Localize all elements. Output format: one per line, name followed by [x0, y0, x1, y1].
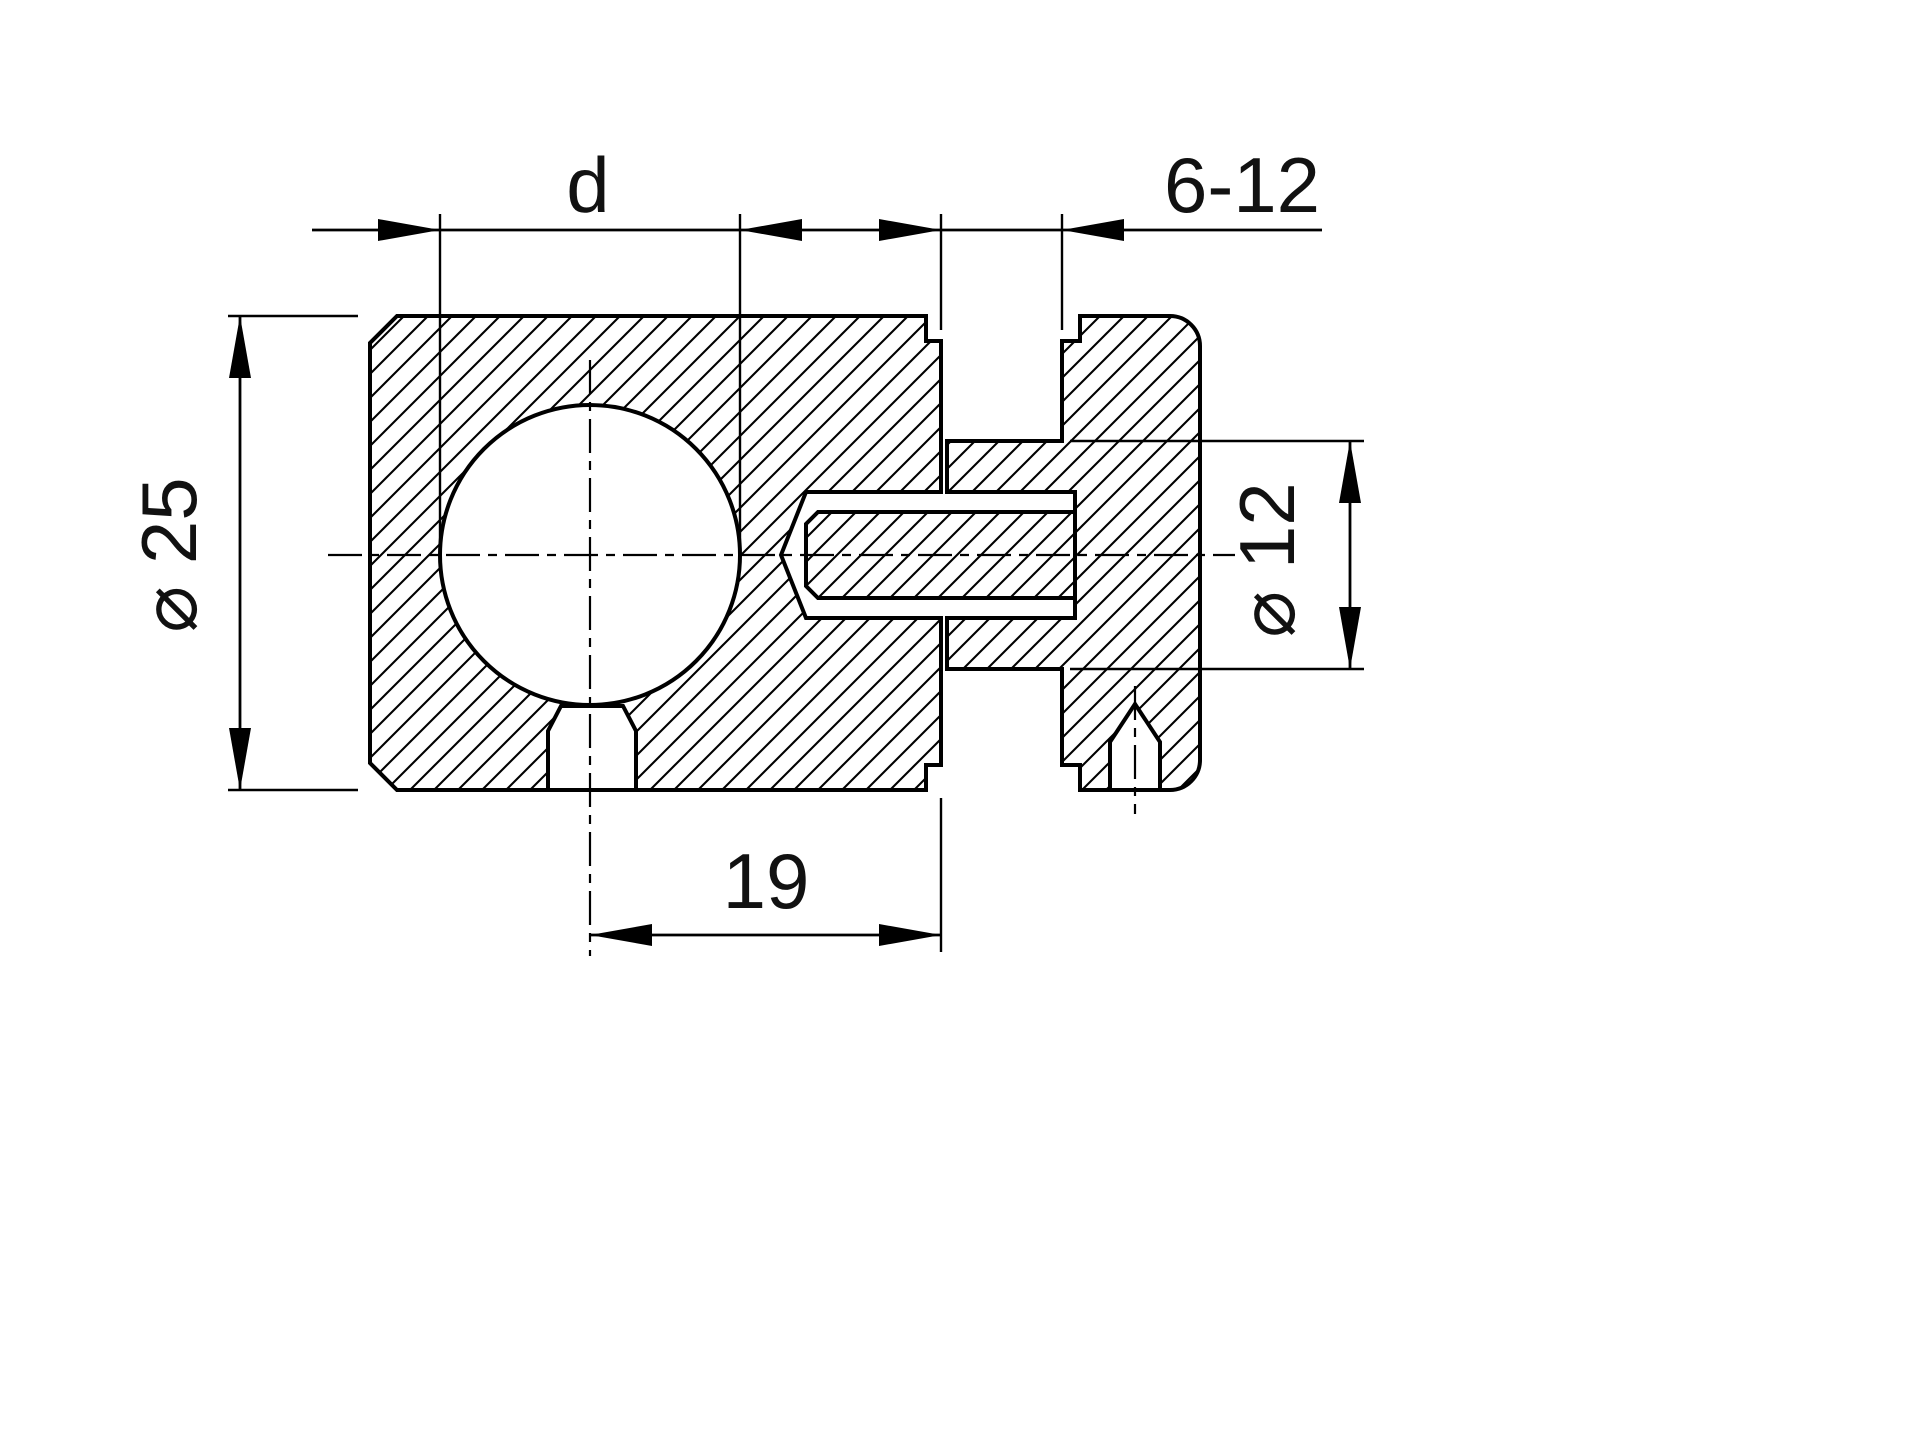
- arrow-hub-bottom: [1339, 607, 1361, 669]
- arrow-body-top: [229, 316, 251, 378]
- arrow-19-left: [590, 924, 652, 946]
- arrow-hub-top: [1339, 441, 1361, 503]
- arrow-body-bottom: [229, 728, 251, 790]
- arrow-gap-right: [1062, 219, 1124, 241]
- clamp-set-screw: [546, 704, 638, 792]
- dimension-top: d 6-12: [312, 141, 1322, 548]
- dimension-body-diameter: ⌀ 25: [125, 314, 358, 792]
- center-lines: [328, 360, 1235, 956]
- arrow-d-right: [740, 219, 802, 241]
- arrow-d-left: [378, 219, 440, 241]
- dim-label-center-to-face: 19: [723, 837, 810, 925]
- adjustable-jaw-section: [945, 314, 1202, 792]
- dimension-hub-diameter: ⌀ 12: [1070, 439, 1364, 671]
- part-sections: [368, 314, 1202, 792]
- arrow-19-right: [879, 924, 941, 946]
- dim-label-clamping-range: 6-12: [1164, 141, 1320, 229]
- arrow-gap-left: [879, 219, 941, 241]
- dim-label-bore-diameter: d: [566, 141, 609, 229]
- dim-label-body-diameter: ⌀ 25: [125, 477, 213, 632]
- dim-label-hub-diameter: ⌀ 12: [1223, 482, 1311, 637]
- dimension-center-to-face: 19: [590, 798, 943, 952]
